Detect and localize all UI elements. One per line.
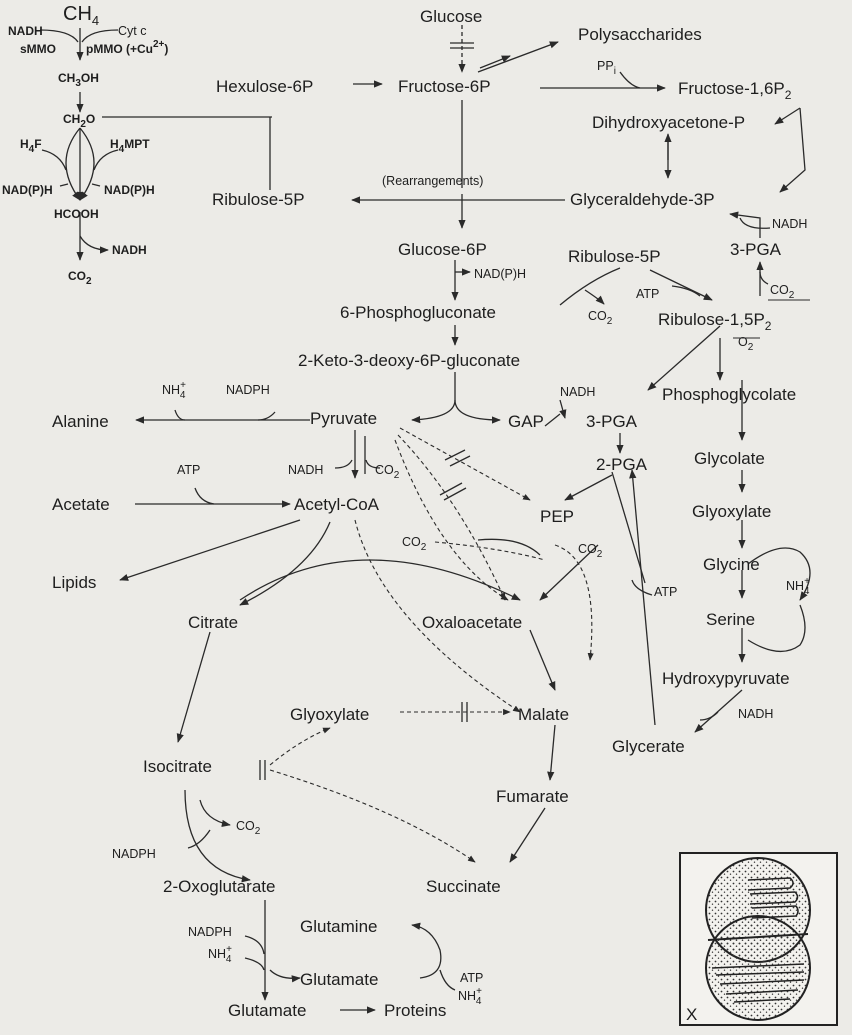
phosphoglycolate-label: Phosphoglycolate bbox=[662, 385, 796, 404]
rump-labels: Glucose Polysaccharides PPi Hexulose-6P … bbox=[212, 7, 810, 370]
fructose6p-label: Fructose-6P bbox=[398, 77, 491, 96]
serine-label: Serine bbox=[706, 610, 755, 629]
central-labels: NH+4 NADPH NADH Phosphoglycolate Alanine… bbox=[52, 380, 810, 896]
ppi-label: PPi bbox=[597, 59, 616, 77]
glucose6p-label: Glucose-6P bbox=[398, 240, 487, 259]
nh4-serine-label: NH+4 bbox=[786, 576, 810, 597]
nh4-label: NH+4 bbox=[162, 380, 186, 401]
fumarate-label: Fumarate bbox=[496, 787, 569, 806]
formaldehyde-label: CH2O bbox=[63, 112, 95, 130]
rearrangements-label: (Rearrangements) bbox=[382, 174, 483, 188]
atp-calvin-label: ATP bbox=[636, 287, 659, 301]
fructose16p2-label: Fructose-1,6P2 bbox=[678, 79, 792, 102]
3pga-top-label: 3-PGA bbox=[730, 240, 782, 259]
glyoxylate-right-label: Glyoxylate bbox=[692, 502, 771, 521]
inset-label: X bbox=[686, 1005, 697, 1024]
polysaccharides-label: Polysaccharides bbox=[578, 25, 702, 44]
cytc-label: Cyt c bbox=[118, 24, 146, 38]
ribulose5p-mid-label: Ribulose-5P bbox=[568, 247, 661, 266]
gap-label: GAP bbox=[508, 412, 544, 431]
ribulose15p2-label: Ribulose-1,5P2 bbox=[658, 310, 772, 333]
co2-pep-label: CO2 bbox=[578, 542, 603, 560]
nadph-right-label: NAD(P)H bbox=[104, 183, 155, 197]
methane-label: CH4 bbox=[63, 3, 99, 28]
2pga-label: 2-PGA bbox=[596, 455, 648, 474]
acetate-label: Acetate bbox=[52, 495, 110, 514]
nh4-gln-label: NH+4 bbox=[458, 986, 482, 1007]
glutamate-bottom-label: Glutamate bbox=[228, 1001, 306, 1020]
glyoxylate-mid-label: Glyoxylate bbox=[290, 705, 369, 724]
glucose-label: Glucose bbox=[420, 7, 482, 26]
oxoglutarate-label: 2-Oxoglutarate bbox=[163, 877, 275, 896]
oxaloacetate-label: Oxaloacetate bbox=[422, 613, 522, 632]
nadh-hp-label: NADH bbox=[738, 707, 773, 721]
nadh-pyr-label: NADH bbox=[288, 463, 323, 477]
malate-label: Malate bbox=[518, 705, 569, 724]
methane-labels: CH4 NADH Cyt c sMMO pMMO (+Cu2+) CH3OH C… bbox=[2, 3, 168, 287]
glycine-label: Glycine bbox=[703, 555, 760, 574]
succinate-label: Succinate bbox=[426, 877, 501, 896]
atp-gs-label: ATP bbox=[460, 971, 483, 985]
glutamate-labels: NADPH NH+4 Glutamine Glutamate ATP NH+4 … bbox=[188, 917, 483, 1020]
nadph-branch-label: NAD(P)H bbox=[474, 267, 526, 281]
co2-calvin-label: CO2 bbox=[770, 283, 795, 301]
phosphogluconate-label: 6-Phosphogluconate bbox=[340, 303, 496, 322]
co2-icd-label: CO2 bbox=[236, 819, 261, 837]
pmmo-label: pMMO (+Cu2+) bbox=[86, 39, 168, 56]
nadh-formate-label: NADH bbox=[112, 243, 147, 257]
nadh-g3p-label: NADH bbox=[772, 217, 807, 231]
pyruvate-label: Pyruvate bbox=[310, 409, 377, 428]
atp-acetate-label: ATP bbox=[177, 463, 200, 477]
nh4-gs-label: NH+4 bbox=[208, 944, 232, 965]
methanol-label: CH3OH bbox=[58, 71, 99, 89]
dhap-label: Dihydroxyacetone-P bbox=[592, 113, 745, 132]
glycerate-label: Glycerate bbox=[612, 737, 685, 756]
co2-pyr-label: CO2 bbox=[375, 463, 400, 481]
3pga-mid-label: 3-PGA bbox=[586, 412, 638, 431]
cell-inset: X bbox=[680, 853, 837, 1025]
smmo-label: sMMO bbox=[20, 42, 56, 56]
hexulose6p-label: Hexulose-6P bbox=[216, 77, 313, 96]
nadph-alanine-label: NADPH bbox=[226, 383, 270, 397]
kdpg-label: 2-Keto-3-deoxy-6P-gluconate bbox=[298, 351, 520, 370]
lipids-label: Lipids bbox=[52, 573, 96, 592]
co2-oaa-label: CO2 bbox=[402, 535, 427, 553]
h4f-label: H4F bbox=[20, 137, 42, 155]
acetylcoa-label: Acetyl-CoA bbox=[294, 495, 380, 514]
glutamate-mid-label: Glutamate bbox=[300, 970, 378, 989]
formate-label: HCOOH bbox=[54, 207, 99, 221]
nadh-gap-label: NADH bbox=[560, 385, 595, 399]
atp-glycerate-label: ATP bbox=[654, 585, 677, 599]
glutamine-label: Glutamine bbox=[300, 917, 377, 936]
alanine-label: Alanine bbox=[52, 412, 109, 431]
g3p-label: Glyceraldehyde-3P bbox=[570, 190, 715, 209]
co2-label: CO2 bbox=[68, 269, 92, 287]
nadph-left-label: NAD(P)H bbox=[2, 183, 53, 197]
h4mpt-label: H4MPT bbox=[110, 137, 150, 155]
nadph-icd-label: NADPH bbox=[112, 847, 156, 861]
co2-pg-label: CO2 bbox=[588, 309, 613, 327]
nadh-label: NADH bbox=[8, 24, 43, 38]
isocitrate-label: Isocitrate bbox=[143, 757, 212, 776]
proteins-label: Proteins bbox=[384, 1001, 446, 1020]
ribulose5p-left-label: Ribulose-5P bbox=[212, 190, 305, 209]
pep-label: PEP bbox=[540, 507, 574, 526]
hydroxypyruvate-label: Hydroxypyruvate bbox=[662, 669, 790, 688]
glycolate-label: Glycolate bbox=[694, 449, 765, 468]
citrate-label: Citrate bbox=[188, 613, 238, 632]
nadph-gs-label: NADPH bbox=[188, 925, 232, 939]
